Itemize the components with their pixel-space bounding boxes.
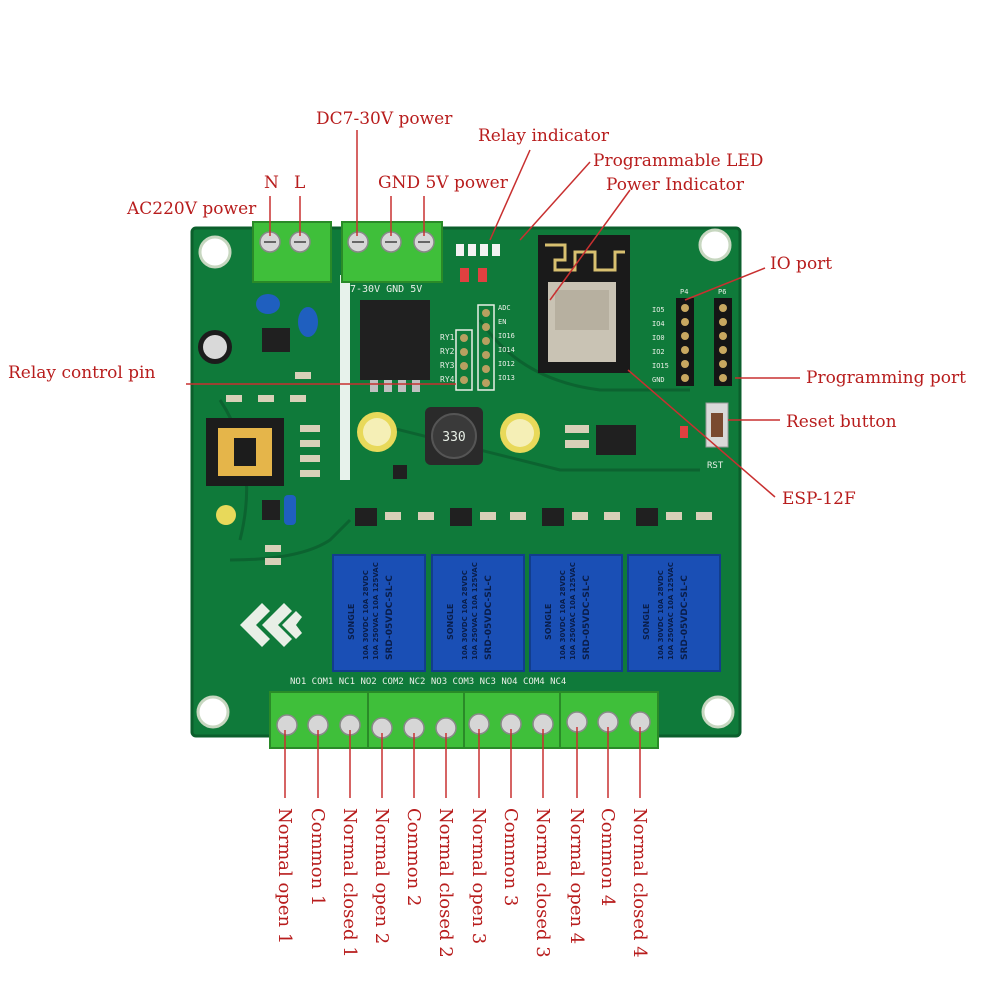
io-pin-silk: ADC (498, 304, 511, 312)
leader-lines (186, 130, 800, 798)
label-io-port: IO port (770, 254, 832, 274)
capacitor-c7 (500, 413, 540, 453)
io-pin-silk: EN (498, 318, 506, 326)
io-pin-silk: IO16 (498, 332, 515, 340)
capacitor-c5 (198, 330, 232, 364)
relay-terminal-block-4 (559, 691, 659, 749)
ry4-silk: RY4 (440, 375, 455, 384)
inductor-330: 330 (425, 407, 483, 465)
relay-rating-2: 10A 30VDC 10A 28VDC (657, 570, 665, 660)
ac-terminal-block (252, 221, 332, 283)
prog-pin-silk: IO4 (652, 320, 665, 328)
terminal-label: Common 1 (307, 808, 328, 906)
capacitor-small (216, 505, 236, 525)
label-power-indicator: Power Indicator (606, 175, 745, 195)
terminal-label: Normal open 4 (566, 808, 587, 944)
terminal-label: Common 2 (403, 808, 424, 906)
svg-text:330: 330 (442, 430, 465, 445)
terminal-label: Normal open 3 (468, 808, 489, 944)
relay-rating-2: 10A 30VDC 10A 28VDC (559, 570, 567, 660)
terminal-label: Common 3 (500, 808, 521, 906)
label-reset-button: Reset button (786, 412, 897, 432)
brand-logo (240, 603, 302, 647)
p4-silk: P4 (680, 288, 688, 296)
label-programmable-led: Programmable LED (593, 151, 763, 171)
label-l: L (294, 173, 305, 193)
relay-model-3: SRD-05VDC-SL-C (582, 575, 592, 660)
label-n: N (264, 173, 279, 193)
terminal-labels: Normal open 1 Common 1 Normal closed 1 N… (274, 808, 650, 958)
terminal-label: Normal closed 3 (532, 808, 553, 958)
terminal-label: Normal closed 1 (339, 808, 360, 958)
io-pin-silk: IO13 (498, 374, 515, 382)
relay-rating-1: 10A 250VAC 10A 125VAC (667, 562, 675, 660)
esp12f-module (538, 235, 630, 373)
terminal-label: Normal open 1 (274, 808, 295, 944)
relay-brand-1: SONGLE (347, 604, 356, 640)
label-relay-indicator: Relay indicator (478, 126, 610, 146)
status-leds (460, 268, 487, 282)
mounting-hole (196, 695, 230, 729)
ry3-silk: RY3 (440, 361, 455, 370)
mounting-hole (198, 235, 232, 269)
terminal-silk-row: NO1 COM1 NC1 NO2 COM2 NC2 NO3 COM3 NC3 N… (290, 677, 566, 687)
relay-rating-1: 10A 250VAC 10A 125VAC (372, 562, 380, 660)
relay-indicator-leds (456, 244, 500, 256)
dc-terminal-block (341, 221, 443, 283)
programming-header-p6 (714, 298, 732, 386)
terminal-label: Common 4 (597, 808, 618, 906)
capacitor-c6 (357, 412, 397, 452)
mounting-hole (701, 695, 735, 729)
io-pin-silk: IO14 (498, 346, 515, 354)
label-dc-power: DC7-30V power (316, 109, 453, 129)
relay-4: SRD-05VDC-SL-C 10A 250VAC 10A 125VAC 10A… (627, 554, 721, 672)
label-ac-power: AC220V power (126, 199, 257, 219)
terminal-label: Normal open 2 (371, 808, 392, 944)
rst-silk: RST (707, 461, 724, 471)
transformer (206, 418, 284, 486)
label-relay-control-pin: Relay control pin (8, 363, 155, 383)
label-esp12f: ESP-12F (782, 489, 856, 509)
terminal-label: Normal closed 4 (629, 808, 650, 958)
relay-1: SRD-05VDC-SL-C 10A 250VAC 10A 125VAC 10A… (332, 554, 426, 672)
prog-pin-silk: IO0 (652, 334, 665, 342)
relay-model-1: SRD-05VDC-SL-C (385, 575, 395, 660)
relay-driver-parts (355, 508, 712, 526)
relay-model-4: SRD-05VDC-SL-C (680, 575, 690, 660)
prog-pin-silk: IO5 (652, 306, 665, 314)
relay-3: SRD-05VDC-SL-C 10A 250VAC 10A 125VAC 10A… (529, 554, 623, 672)
ry2-silk: RY2 (440, 347, 455, 356)
relay-rating-1: 10A 250VAC 10A 125VAC (471, 562, 479, 660)
relay-rating-2: 10A 30VDC 10A 28VDC (362, 570, 370, 660)
relay-model-2: SRD-05VDC-SL-C (484, 575, 494, 660)
io-header-p4 (676, 298, 694, 386)
relay-rating-1: 10A 250VAC 10A 125VAC (569, 562, 577, 660)
label-programming-port: Programming port (806, 368, 966, 388)
ry1-silk: RY1 (440, 333, 455, 342)
relay-terminal-block-3 (463, 691, 563, 749)
relay-rating-2: 10A 30VDC 10A 28VDC (461, 570, 469, 660)
prog-pin-silk: IO2 (652, 348, 665, 356)
label-gnd-5v-power: GND 5V power (378, 173, 509, 193)
relay-brand-3: SONGLE (544, 604, 553, 640)
relay-control-header (455, 304, 495, 391)
io-pin-silk: IO12 (498, 360, 515, 368)
prog-pin-silk: GND (652, 376, 665, 384)
relay-2: SRD-05VDC-SL-C 10A 250VAC 10A 125VAC 10A… (431, 554, 525, 672)
dc-silk: 7-30V GND 5V (350, 284, 422, 295)
prog-pin-silk: IO15 (652, 362, 669, 370)
terminal-label: Normal closed 2 (435, 808, 456, 958)
pcb-board: 330 (190, 226, 742, 738)
mounting-hole (698, 228, 732, 262)
relay-brand-2: SONGLE (446, 604, 455, 640)
p6-silk: P6 (718, 288, 726, 296)
relay-brand-4: SONGLE (642, 604, 651, 640)
voltage-regulator (360, 300, 430, 392)
